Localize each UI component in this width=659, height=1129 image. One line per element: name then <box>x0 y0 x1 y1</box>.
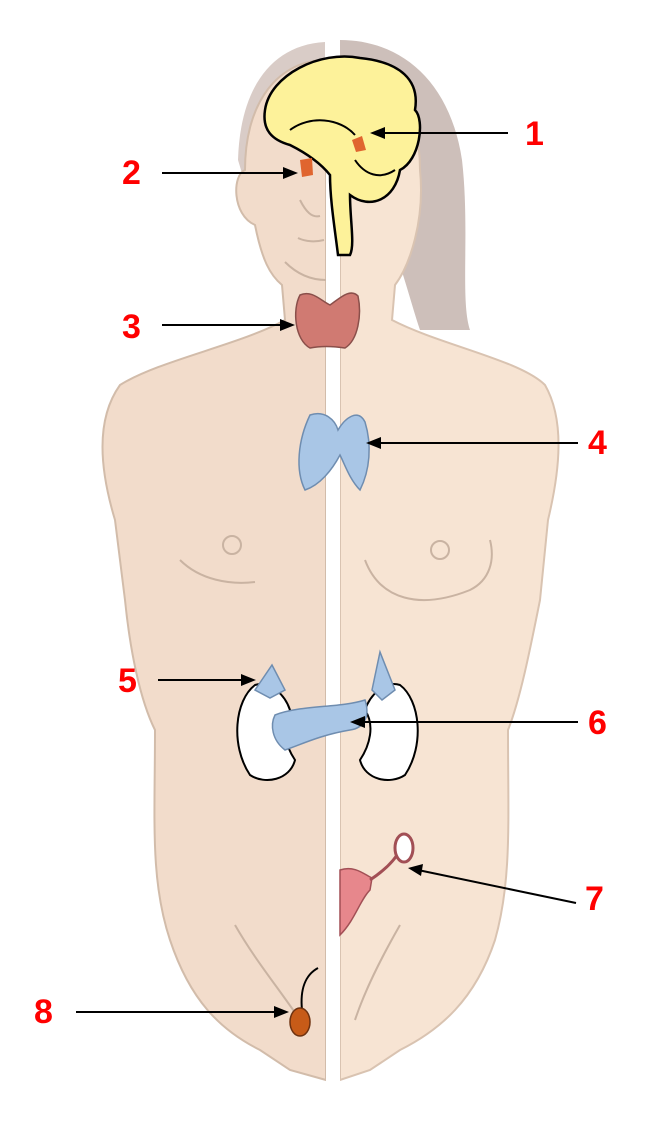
right-kidney <box>358 683 419 781</box>
left-nipple <box>222 535 242 555</box>
cerebellum-fold <box>354 159 396 177</box>
arrowhead-6 <box>350 716 365 728</box>
thymus <box>298 413 370 492</box>
body-right <box>339 58 560 1082</box>
arrowhead-3 <box>280 319 295 331</box>
label-1: 1 <box>525 115 544 153</box>
brain <box>263 55 422 257</box>
right-breast-line <box>364 539 493 601</box>
ovary <box>393 832 415 864</box>
pituitary <box>300 158 313 177</box>
right-nipple <box>430 540 450 560</box>
spermatic-cord <box>300 967 319 1011</box>
right-adrenal <box>371 649 396 701</box>
label-7: 7 <box>585 880 604 918</box>
left-adrenal <box>253 663 287 699</box>
nose <box>299 199 321 218</box>
chin <box>284 261 327 281</box>
label-8: 8 <box>34 993 53 1031</box>
thyroid <box>294 292 361 349</box>
right-groin-line <box>354 924 401 1021</box>
label-6: 6 <box>588 704 607 742</box>
arrow-7 <box>417 869 577 904</box>
arrowhead-1 <box>370 127 385 139</box>
arrowhead-4 <box>366 437 381 449</box>
label-3: 3 <box>122 308 141 346</box>
arrowhead-8 <box>274 1006 289 1018</box>
arrowhead-2 <box>283 167 298 179</box>
label-4: 4 <box>588 424 607 462</box>
left-chest-line <box>179 559 256 584</box>
mouth <box>297 237 325 243</box>
testis <box>289 1007 311 1037</box>
uterus <box>339 867 373 937</box>
pancreas <box>271 699 368 751</box>
arrowhead-7 <box>408 864 423 876</box>
label-2: 2 <box>122 154 141 192</box>
body-left <box>101 58 327 1082</box>
arrowhead-5 <box>241 674 256 686</box>
label-5: 5 <box>118 662 137 700</box>
brain-fold <box>289 119 356 136</box>
left-kidney <box>236 683 297 781</box>
hypothalamus <box>352 136 366 152</box>
